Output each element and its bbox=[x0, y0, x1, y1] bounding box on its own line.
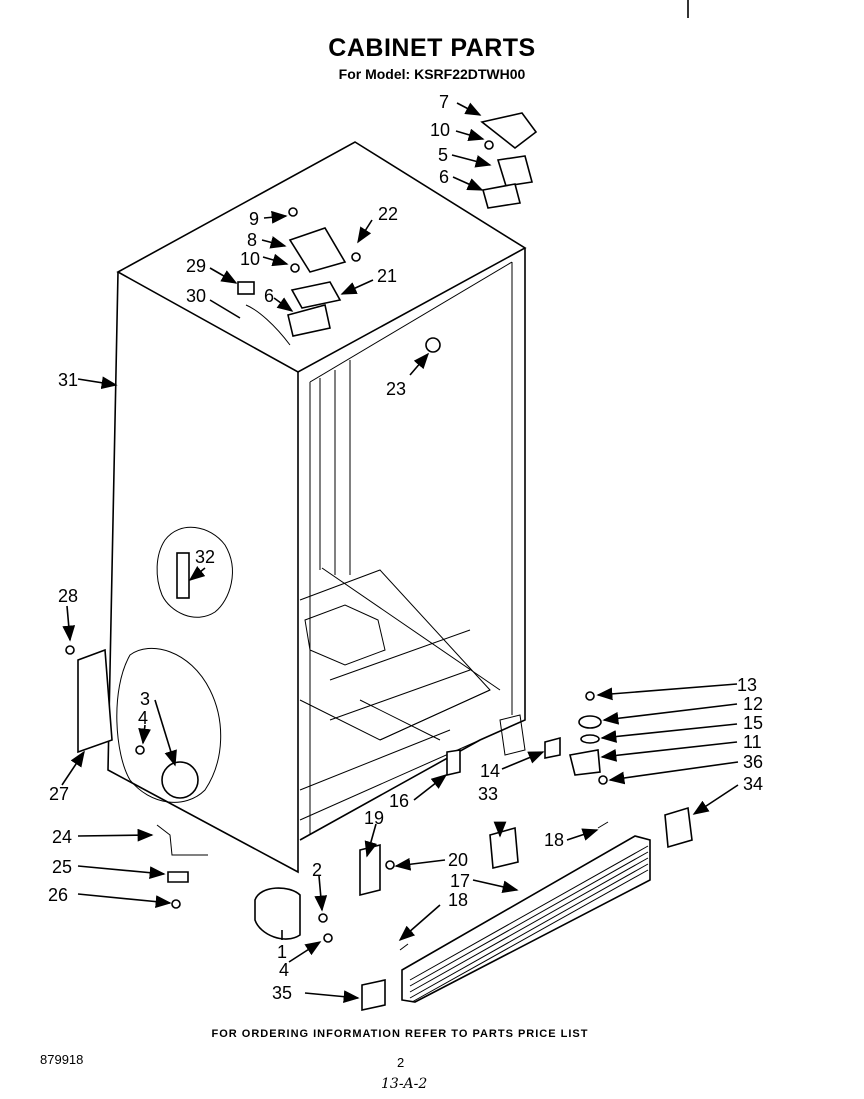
shim-14 bbox=[544, 736, 561, 759]
callout-16: 16 bbox=[389, 791, 409, 811]
callout-25: 25 bbox=[52, 857, 72, 877]
shim-6b bbox=[287, 304, 331, 337]
callout-28: 28 bbox=[58, 586, 78, 606]
screw-36 bbox=[598, 775, 608, 785]
leader-lines bbox=[61, 102, 739, 1004]
callout-1: 1 bbox=[277, 942, 287, 962]
top-hinge-left bbox=[237, 207, 441, 353]
callout-8: 8 bbox=[247, 230, 257, 250]
bracket-27 bbox=[77, 648, 113, 754]
bottom-parts bbox=[254, 691, 693, 1011]
page-number: 2 bbox=[397, 1055, 405, 1070]
endcap-34 bbox=[664, 806, 693, 849]
callout-31: 31 bbox=[58, 370, 78, 390]
callout-2: 2 bbox=[312, 860, 322, 880]
clamp-25 bbox=[167, 871, 189, 883]
callout-35: 35 bbox=[272, 983, 292, 1003]
screw-20 bbox=[385, 860, 395, 870]
callout-18b: 18 bbox=[448, 890, 468, 910]
endcap-35 bbox=[361, 979, 386, 1011]
screw-10b bbox=[290, 263, 300, 273]
hinge-21 bbox=[290, 281, 342, 309]
callout-6b: 6 bbox=[264, 286, 274, 306]
screw-22 bbox=[351, 252, 361, 262]
handwritten-code: 13-A-2 bbox=[381, 1076, 428, 1092]
callout-24: 24 bbox=[52, 827, 72, 847]
callout-19: 19 bbox=[364, 808, 384, 828]
callout-20: 20 bbox=[448, 850, 468, 870]
callout-5: 5 bbox=[438, 145, 448, 165]
callout-9: 9 bbox=[249, 209, 259, 229]
screw-4a bbox=[135, 745, 145, 755]
clip-18b bbox=[399, 943, 409, 951]
callout-26: 26 bbox=[48, 885, 68, 905]
top-hinge-right bbox=[480, 112, 538, 209]
fitting-32 bbox=[176, 552, 190, 599]
clip-18a bbox=[597, 821, 609, 829]
callout-30: 30 bbox=[186, 286, 206, 306]
tube-24 bbox=[156, 824, 208, 856]
shim-6a bbox=[481, 183, 521, 209]
callout-15: 15 bbox=[743, 713, 763, 733]
screw-28 bbox=[65, 645, 75, 655]
callout-3: 3 bbox=[140, 689, 150, 709]
screw-2 bbox=[318, 913, 328, 923]
callout-4b: 4 bbox=[279, 960, 289, 980]
cabinet-body bbox=[107, 141, 527, 874]
callout-22: 22 bbox=[378, 204, 398, 224]
callout-7: 7 bbox=[439, 92, 449, 112]
page-title: CABINET PARTS bbox=[328, 34, 536, 62]
callout-23: 23 bbox=[386, 379, 406, 399]
callout-6a: 6 bbox=[439, 167, 449, 187]
callout-36: 36 bbox=[743, 752, 763, 772]
callout-18a: 18 bbox=[544, 830, 564, 850]
left-side-parts bbox=[65, 552, 208, 909]
clip-16 bbox=[446, 749, 461, 777]
callout-17: 17 bbox=[450, 871, 470, 891]
hinge-cover-8 bbox=[288, 227, 347, 273]
screw-26 bbox=[171, 899, 181, 909]
callout-10b: 10 bbox=[240, 249, 260, 269]
callout-4a: 4 bbox=[138, 708, 148, 728]
callout-33: 33 bbox=[478, 784, 498, 804]
screw-10a bbox=[484, 140, 494, 150]
hinge-cover-7 bbox=[480, 112, 538, 150]
callout-13: 13 bbox=[737, 675, 757, 695]
screw-13 bbox=[585, 691, 595, 701]
callout-32: 32 bbox=[195, 547, 215, 567]
hinge-5 bbox=[496, 155, 534, 187]
roller-3 bbox=[161, 761, 199, 799]
screw-9 bbox=[288, 207, 298, 217]
collar-12 bbox=[578, 715, 602, 729]
ordering-info-note: FOR ORDERING INFORMATION REFER TO PARTS … bbox=[211, 1028, 589, 1040]
callout-34: 34 bbox=[743, 774, 763, 794]
model-subtitle: For Model: KSRF22DTWH00 bbox=[338, 66, 526, 82]
grille-17 bbox=[401, 835, 651, 1003]
cover-33 bbox=[489, 826, 519, 869]
callout-27: 27 bbox=[49, 784, 69, 804]
callout-29: 29 bbox=[186, 256, 206, 276]
callout-11: 11 bbox=[743, 732, 762, 752]
switch-29 bbox=[237, 281, 255, 295]
callout-12: 12 bbox=[743, 694, 763, 714]
bracket-19 bbox=[359, 843, 381, 897]
document-number: 879918 bbox=[40, 1052, 84, 1067]
callout-21: 21 bbox=[377, 266, 397, 286]
harness-30 bbox=[245, 304, 291, 346]
callout-14: 14 bbox=[480, 761, 500, 781]
plug-23 bbox=[425, 337, 441, 353]
callout-labels: 7 10 5 6 9 22 8 10 21 29 30 6 23 31 32 2… bbox=[48, 92, 763, 1003]
screw-4b bbox=[323, 933, 333, 943]
roller-1 bbox=[254, 887, 301, 940]
callout-10a: 10 bbox=[430, 120, 450, 140]
bracket-11 bbox=[569, 749, 601, 776]
washer-15 bbox=[580, 734, 600, 744]
